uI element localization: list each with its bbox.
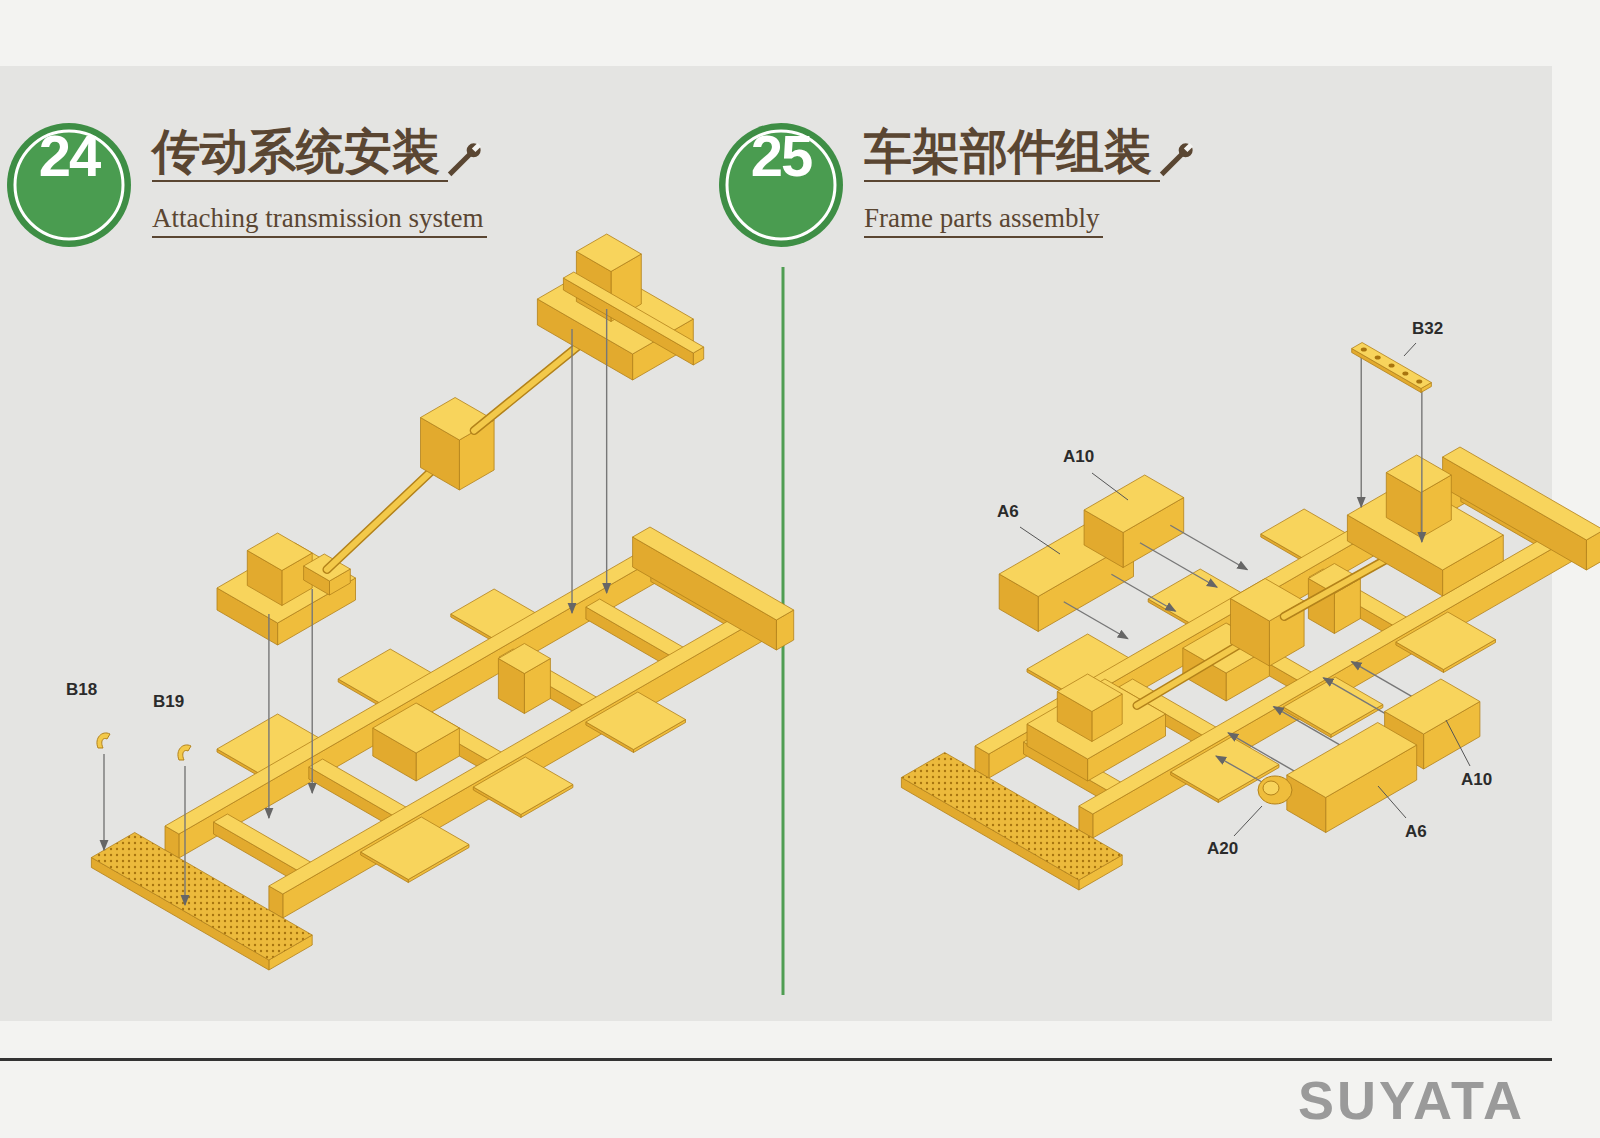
badge-disc — [719, 123, 843, 247]
wrench-jaw — [472, 143, 481, 152]
hook-part — [97, 733, 110, 748]
part-top — [1396, 612, 1496, 670]
part-top — [1283, 677, 1383, 735]
wheel-part — [1258, 776, 1292, 804]
assembly-arrow — [1140, 543, 1217, 588]
step-badge: 24 传动系统安装 Attaching transmission system — [6, 122, 494, 250]
panel — [0, 66, 1552, 1021]
shaft-outline — [1137, 639, 1250, 706]
assembly-arrow — [103, 754, 104, 850]
part-number: B19 — [153, 692, 184, 712]
step-title-en: Frame parts assembly — [864, 200, 1103, 238]
assembly-arrow — [1216, 756, 1262, 782]
step-number: 25 — [718, 122, 844, 248]
part-top — [91, 833, 312, 961]
leader-line — [1234, 806, 1262, 836]
part-top — [473, 757, 573, 815]
part-end — [563, 278, 693, 365]
assembly-arrow — [1170, 525, 1247, 570]
part-number: A10 — [1461, 770, 1492, 790]
wrench-head — [464, 140, 484, 160]
part-top — [1084, 475, 1184, 533]
shaft-outline — [327, 464, 440, 570]
assembly-arrow — [571, 329, 572, 613]
plate-hole — [1416, 380, 1422, 384]
shaft-outline — [1284, 555, 1395, 617]
part-top — [498, 644, 550, 674]
part-number: A6 — [997, 502, 1019, 522]
part-top — [361, 817, 469, 880]
shaft — [1137, 639, 1250, 706]
step-number: 24 — [6, 122, 132, 248]
part-top — [1057, 674, 1122, 712]
chassis-25 — [901, 343, 1600, 891]
shaft — [327, 464, 440, 570]
step-badge: 25 车架部件组装 Frame parts assembly — [718, 122, 1166, 250]
part-number: A6 — [1405, 822, 1427, 842]
badge-disc — [7, 123, 131, 247]
assembly-arrow — [268, 614, 269, 818]
part-top — [576, 234, 641, 272]
leader-line — [1378, 786, 1406, 818]
assembly-arrow — [1361, 356, 1362, 507]
leader-line — [1092, 473, 1128, 500]
part-number: A10 — [1063, 447, 1094, 467]
brand-logo: SUYATA — [1298, 1070, 1525, 1130]
plate-hole — [1361, 348, 1367, 352]
part-top — [373, 703, 460, 753]
hook-part — [178, 745, 191, 760]
step-title-en: Attaching transmission system — [152, 200, 487, 238]
part-top — [586, 599, 690, 659]
shaft-outline — [474, 341, 585, 431]
wrench-jaw — [1184, 143, 1193, 152]
assembly-arrow — [312, 589, 313, 793]
plate-hole — [1389, 364, 1395, 368]
part-top — [1287, 723, 1417, 798]
plate-hole — [1375, 356, 1381, 360]
wheel-hub — [1263, 781, 1279, 795]
step-title-zh: 传动系统安装 — [152, 122, 448, 182]
wrench-icon — [445, 140, 485, 180]
assembly-arrow — [1421, 391, 1422, 542]
part-top — [1386, 455, 1451, 493]
part-number: B18 — [66, 680, 97, 700]
part-top — [1352, 343, 1432, 389]
chassis-24 — [91, 234, 793, 970]
part-top — [247, 533, 312, 571]
part-top — [269, 601, 777, 894]
part-top — [633, 527, 794, 620]
part-top — [214, 814, 318, 874]
assembly-arrow — [1111, 574, 1175, 611]
part-number: B32 — [1412, 319, 1443, 339]
part-top — [563, 272, 703, 353]
shaft — [1284, 555, 1395, 617]
part-top — [165, 541, 673, 834]
assembly-arrow — [184, 766, 185, 905]
wrench-icon — [1157, 140, 1197, 180]
assembly-arrow — [1064, 602, 1128, 639]
leader-line — [1404, 343, 1416, 356]
part-top — [1385, 679, 1480, 734]
part-side — [283, 609, 777, 918]
part-number: A20 — [1207, 839, 1238, 859]
step-title-zh: 车架部件组装 — [864, 122, 1160, 182]
part-top — [586, 692, 686, 750]
footer-rule — [0, 1058, 1552, 1061]
leader-line — [1446, 720, 1470, 766]
plate-hole — [1402, 372, 1408, 376]
leader-line — [1020, 527, 1060, 554]
part-top — [1079, 521, 1587, 814]
part-side — [1093, 529, 1587, 838]
wrench-head — [1176, 140, 1196, 160]
assembly-arrow — [606, 309, 607, 593]
shaft — [474, 341, 585, 431]
